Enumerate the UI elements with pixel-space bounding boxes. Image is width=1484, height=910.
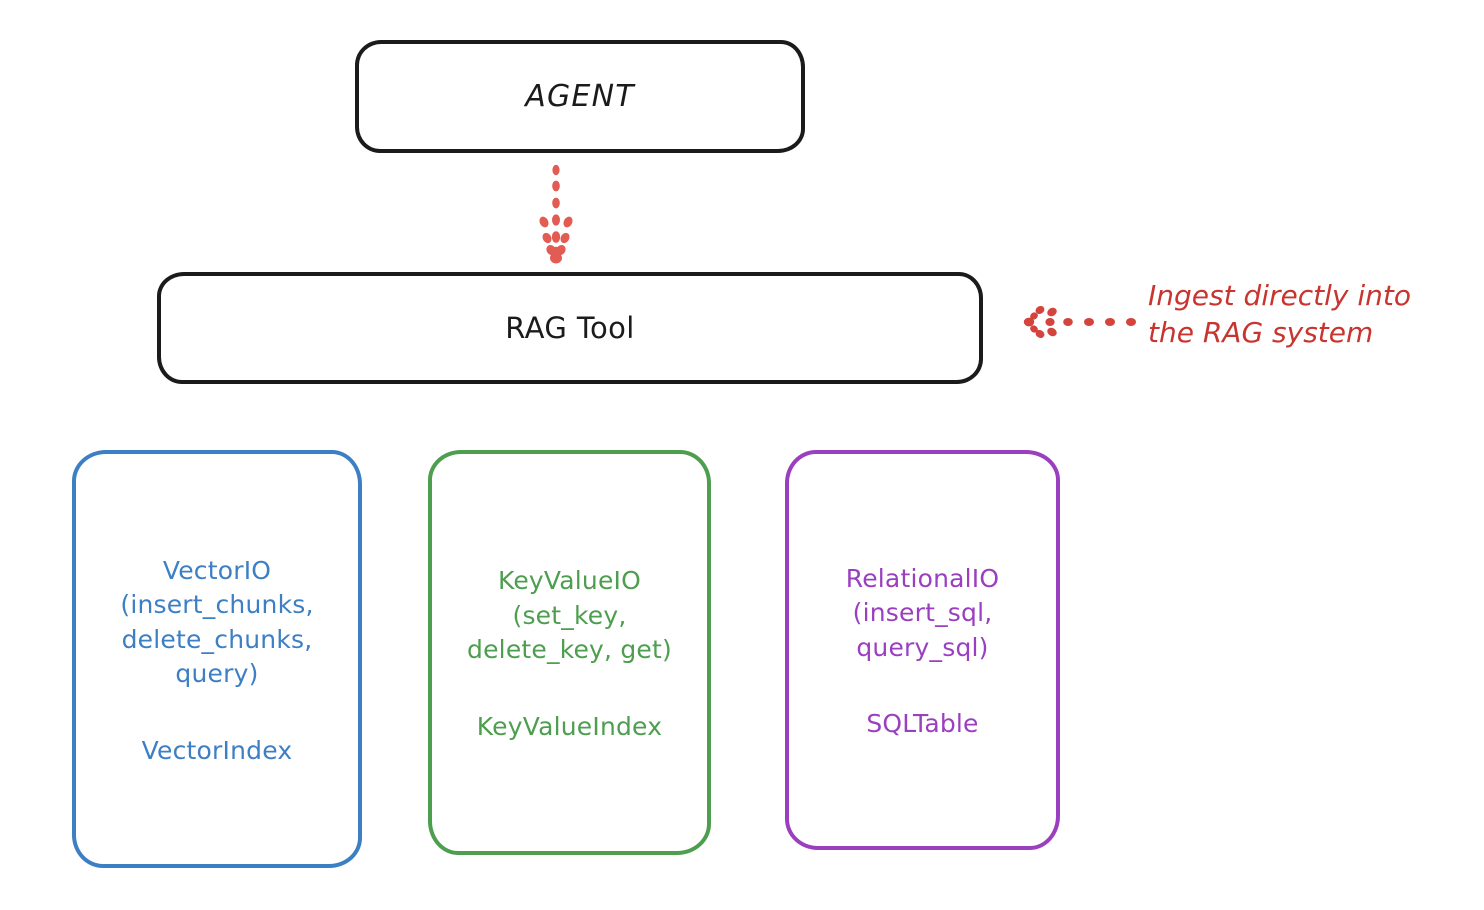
node-key-value-io-title: KeyValueIO (set_key, delete_key, get) bbox=[467, 566, 672, 665]
node-agent-label: AGENT bbox=[525, 79, 635, 114]
node-relational-io[interactable]: RelationalIO (insert_sql, query_sql) SQL… bbox=[785, 450, 1060, 850]
dotted-down-arrow-icon bbox=[539, 164, 573, 264]
node-vector-io[interactable]: VectorIO (insert_chunks, delete_chunks, … bbox=[72, 450, 362, 868]
annotation-ingest: Ingest directly into the RAG system bbox=[1148, 279, 1412, 349]
dotted-left-arrow-icon bbox=[1023, 305, 1136, 339]
node-rag-tool-label: RAG Tool bbox=[505, 311, 635, 345]
node-vector-io-title: VectorIO (insert_chunks, delete_chunks, … bbox=[120, 555, 314, 689]
node-agent[interactable]: AGENT bbox=[355, 40, 805, 153]
node-rag-tool[interactable]: RAG Tool bbox=[157, 272, 983, 384]
node-relational-io-title: RelationalIO (insert_sql, query_sql) bbox=[845, 563, 1000, 662]
node-vector-io-subtitle: VectorIndex bbox=[141, 735, 293, 765]
node-relational-io-subtitle: SQLTable bbox=[866, 709, 979, 739]
node-key-value-io-subtitle: KeyValueIndex bbox=[476, 711, 663, 741]
node-key-value-io[interactable]: KeyValueIO (set_key, delete_key, get) Ke… bbox=[428, 450, 711, 855]
